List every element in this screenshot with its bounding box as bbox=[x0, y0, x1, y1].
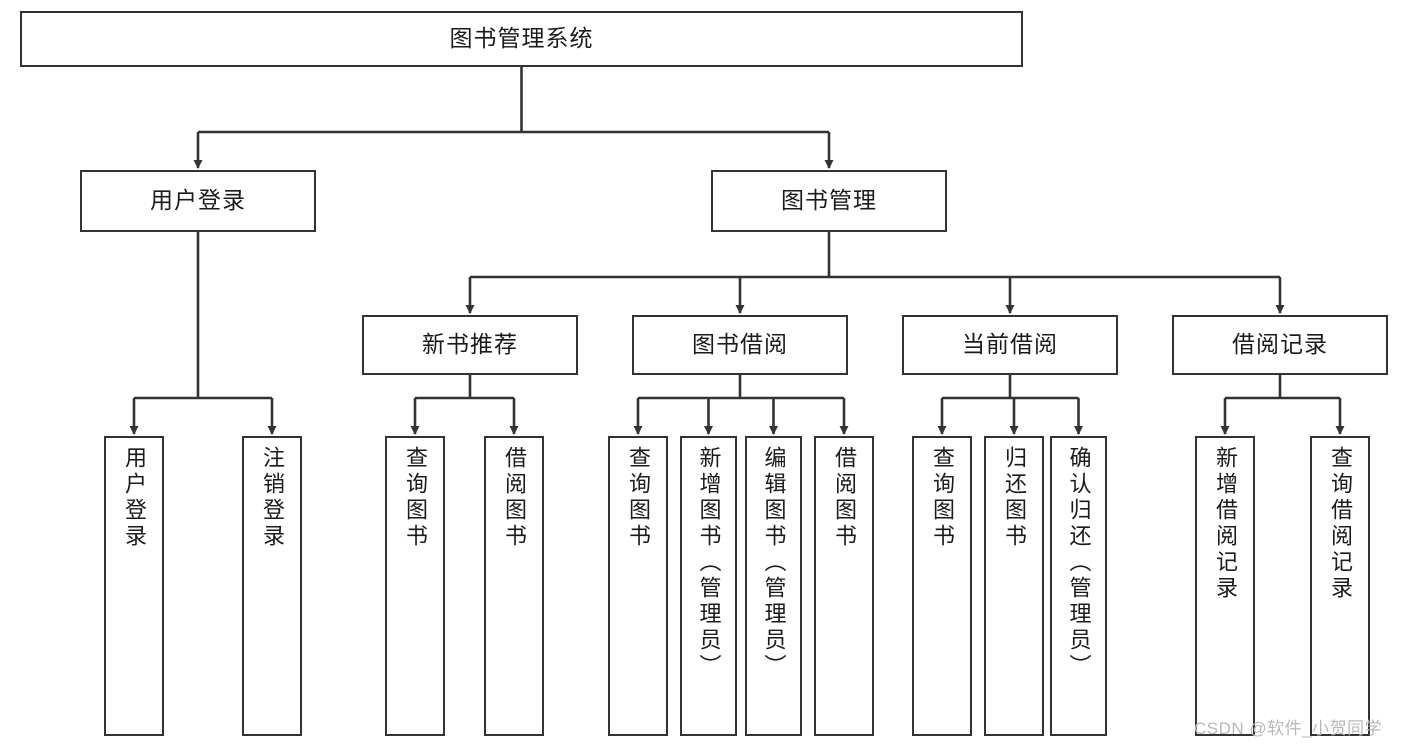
node-new-book-rec[interactable]: 新书推荐 bbox=[362, 315, 578, 375]
node-user-login-label: 用户登录 bbox=[150, 187, 246, 214]
node-book-borrow[interactable]: 图书借阅 bbox=[632, 315, 848, 375]
node-user-login[interactable]: 用户登录 bbox=[80, 170, 316, 232]
node-root[interactable]: 图书管理系统 bbox=[20, 11, 1023, 67]
node-leaf-borrow-book-1[interactable]: 借阅图书 bbox=[484, 436, 544, 736]
node-leaf-query-book-1-label: 查询图书 bbox=[403, 446, 428, 550]
node-leaf-add-record-label: 新增借阅记录 bbox=[1213, 446, 1238, 602]
node-leaf-add-record[interactable]: 新增借阅记录 bbox=[1195, 436, 1255, 736]
node-leaf-query-book-3[interactable]: 查询图书 bbox=[912, 436, 972, 736]
watermark: CSDN @软件_小贺同学 bbox=[1194, 719, 1383, 738]
node-borrow-record-label: 借阅记录 bbox=[1232, 331, 1328, 358]
node-book-manage[interactable]: 图书管理 bbox=[711, 170, 947, 232]
node-book-borrow-label: 图书借阅 bbox=[692, 331, 788, 358]
node-new-book-rec-label: 新书推荐 bbox=[422, 331, 518, 358]
node-leaf-return-book-label: 归还图书 bbox=[1002, 446, 1027, 550]
node-leaf-borrow-book-2-label: 借阅图书 bbox=[832, 446, 857, 550]
node-leaf-user-login[interactable]: 用户登录 bbox=[104, 436, 164, 736]
node-borrow-record[interactable]: 借阅记录 bbox=[1172, 315, 1388, 375]
node-leaf-edit-book-label: 编辑图书（管理员） bbox=[761, 446, 787, 680]
node-root-label: 图书管理系统 bbox=[449, 25, 594, 52]
node-leaf-confirm-return-label: 确认归还（管理员） bbox=[1066, 446, 1092, 680]
node-leaf-add-book-label: 新增图书（管理员） bbox=[696, 446, 722, 680]
node-leaf-query-book-3-label: 查询图书 bbox=[930, 446, 955, 550]
node-leaf-borrow-book-2[interactable]: 借阅图书 bbox=[814, 436, 874, 736]
node-leaf-user-login-label: 用户登录 bbox=[122, 446, 147, 550]
node-leaf-query-book-2[interactable]: 查询图书 bbox=[608, 436, 668, 736]
node-current-borrow[interactable]: 当前借阅 bbox=[902, 315, 1118, 375]
node-leaf-query-record-label: 查询借阅记录 bbox=[1328, 446, 1353, 602]
node-leaf-logout[interactable]: 注销登录 bbox=[242, 436, 302, 736]
node-leaf-query-book-1[interactable]: 查询图书 bbox=[385, 436, 445, 736]
node-leaf-add-book[interactable]: 新增图书（管理员） bbox=[680, 436, 737, 736]
node-leaf-borrow-book-1-label: 借阅图书 bbox=[502, 446, 527, 550]
node-leaf-edit-book[interactable]: 编辑图书（管理员） bbox=[745, 436, 802, 736]
node-leaf-query-book-2-label: 查询图书 bbox=[626, 446, 651, 550]
node-leaf-return-book[interactable]: 归还图书 bbox=[984, 436, 1044, 736]
node-current-borrow-label: 当前借阅 bbox=[962, 331, 1058, 358]
node-leaf-query-record[interactable]: 查询借阅记录 bbox=[1310, 436, 1370, 736]
node-leaf-confirm-return[interactable]: 确认归还（管理员） bbox=[1050, 436, 1107, 736]
node-book-manage-label: 图书管理 bbox=[781, 187, 877, 214]
node-leaf-logout-label: 注销登录 bbox=[260, 446, 285, 550]
